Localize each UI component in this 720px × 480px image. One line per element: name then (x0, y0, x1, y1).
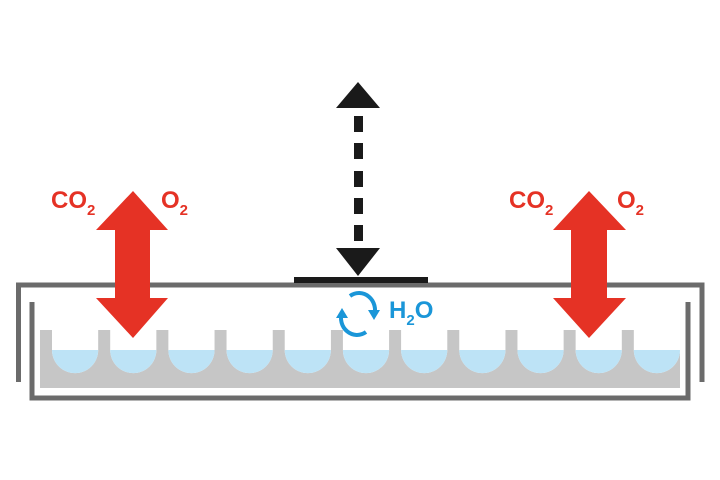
lid-frame (16, 282, 705, 382)
well-plate (40, 330, 680, 388)
dash-segment (354, 198, 363, 214)
left-co2-label: CO2 (51, 187, 95, 219)
well-liquid (52, 350, 99, 374)
dash-segment (354, 171, 363, 187)
arrow-head-down (336, 248, 380, 276)
h2o-label: H2O (389, 297, 433, 329)
dash-segment (354, 116, 363, 132)
arrow-head-up (336, 82, 380, 108)
well-liquid (168, 350, 215, 374)
well-liquid (633, 350, 680, 374)
vertical-dashed-arrow (336, 82, 380, 276)
left-o2-label: O2 (161, 187, 188, 219)
well-liquid (401, 350, 448, 374)
tray-frame (29, 302, 691, 401)
water-cycle-icon (336, 291, 380, 337)
dash-segment (354, 225, 363, 241)
well-liquid (342, 350, 390, 374)
well-liquid (459, 350, 506, 374)
pressure-plate (294, 277, 428, 283)
well-liquid (110, 350, 157, 374)
right-o2-label: O2 (617, 187, 644, 219)
right-co2-label: CO2 (509, 187, 553, 219)
right-gas-exchange-arrow (553, 191, 626, 338)
well-liquid (226, 350, 273, 374)
dash-segment (354, 143, 363, 159)
left-gas-exchange-arrow (96, 191, 168, 338)
well-liquid (284, 350, 331, 374)
well-liquid (575, 350, 622, 374)
well-liquid (517, 350, 564, 374)
